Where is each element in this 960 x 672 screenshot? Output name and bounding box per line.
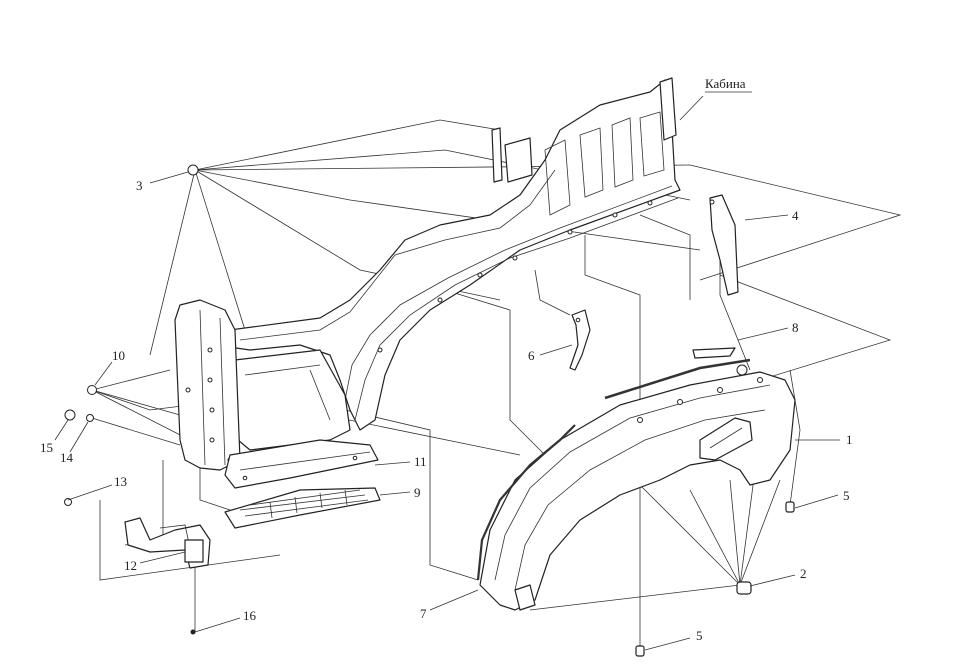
label-part-4: 4 — [792, 208, 799, 223]
bolt-13-icon — [64, 498, 72, 506]
label-part-9: 9 — [414, 485, 421, 500]
bolt-5-upper-icon — [785, 501, 795, 513]
washer-14-icon — [86, 414, 94, 422]
lower-bracket — [124, 517, 211, 569]
front-pillar — [174, 299, 241, 471]
screw-16-icon — [190, 629, 196, 635]
clip-2-icon — [736, 581, 752, 595]
label-part-14: 14 — [60, 450, 74, 465]
nut-15-icon — [64, 409, 76, 421]
fasteners — [64, 164, 795, 657]
label-part-2: 2 — [800, 566, 807, 581]
label-cab: Кабина — [705, 76, 746, 91]
label-part-10: 10 — [112, 348, 125, 363]
rear-support-bracket — [709, 194, 739, 296]
edge-trim-strip — [476, 424, 576, 581]
leader-lines — [91, 119, 902, 650]
nut-10-icon — [87, 385, 97, 395]
small-bracket — [569, 309, 591, 371]
cab-side-frame — [214, 77, 681, 451]
part-labels: Кабина 1 2 3 4 5 5 6 7 8 9 10 11 12 13 1… — [40, 76, 853, 643]
step-plate — [224, 487, 381, 529]
label-part-15: 15 — [40, 440, 53, 455]
label-part-7: 7 — [420, 606, 427, 621]
label-ticks — [54, 95, 840, 651]
step-bracket — [224, 439, 379, 489]
seal-strip — [604, 347, 751, 400]
fender — [479, 371, 796, 611]
label-part-12: 12 — [124, 558, 137, 573]
label-part-6: 6 — [528, 348, 535, 363]
bolt-5-lower-icon — [635, 645, 645, 657]
label-part-5-lower: 5 — [696, 628, 703, 643]
label-part-8: 8 — [792, 320, 799, 335]
label-part-11: 11 — [414, 454, 427, 469]
label-part-13: 13 — [114, 474, 127, 489]
label-part-3: 3 — [136, 178, 143, 193]
label-part-16: 16 — [243, 608, 257, 623]
label-part-1: 1 — [846, 432, 853, 447]
nut-3-icon — [187, 164, 199, 176]
label-part-5-upper: 5 — [843, 488, 850, 503]
